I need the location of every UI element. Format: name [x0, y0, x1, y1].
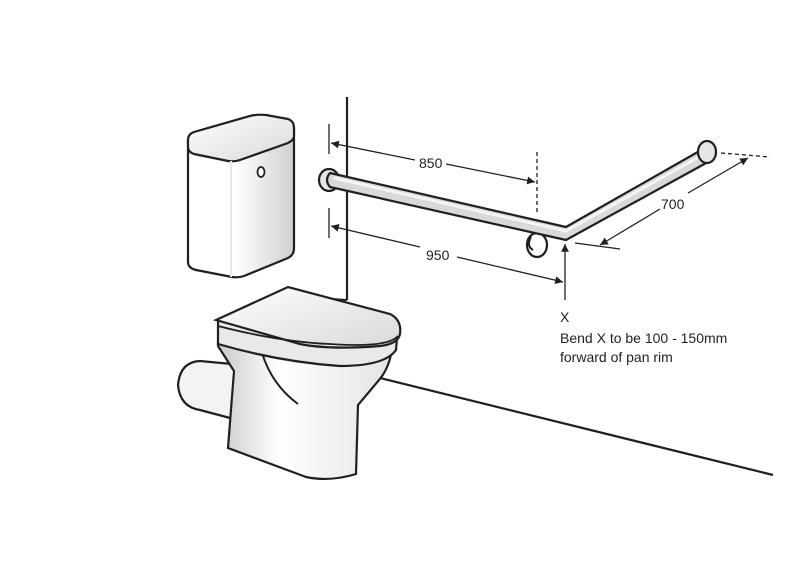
flush-button-icon [256, 166, 266, 178]
rail-flange-right [696, 139, 718, 165]
installation-note-line2: forward of pan rim [560, 349, 673, 365]
installation-note-line1: Bend X to be 100 - 150mm [560, 330, 727, 346]
cistern [186, 113, 296, 279]
grab-rail [317, 139, 718, 259]
dimension-950-label: 950 [426, 247, 450, 263]
dimension-700-label: 700 [661, 196, 685, 212]
toilet-pan [176, 285, 402, 481]
dimension-700: 700 [574, 152, 771, 250]
bend-x-marker-label: X [560, 309, 570, 325]
floor-line [379, 376, 774, 477]
dimension-950: 950 [328, 208, 564, 285]
dimension-850: 850 [328, 124, 538, 215]
dimension-850-label: 850 [419, 155, 443, 171]
